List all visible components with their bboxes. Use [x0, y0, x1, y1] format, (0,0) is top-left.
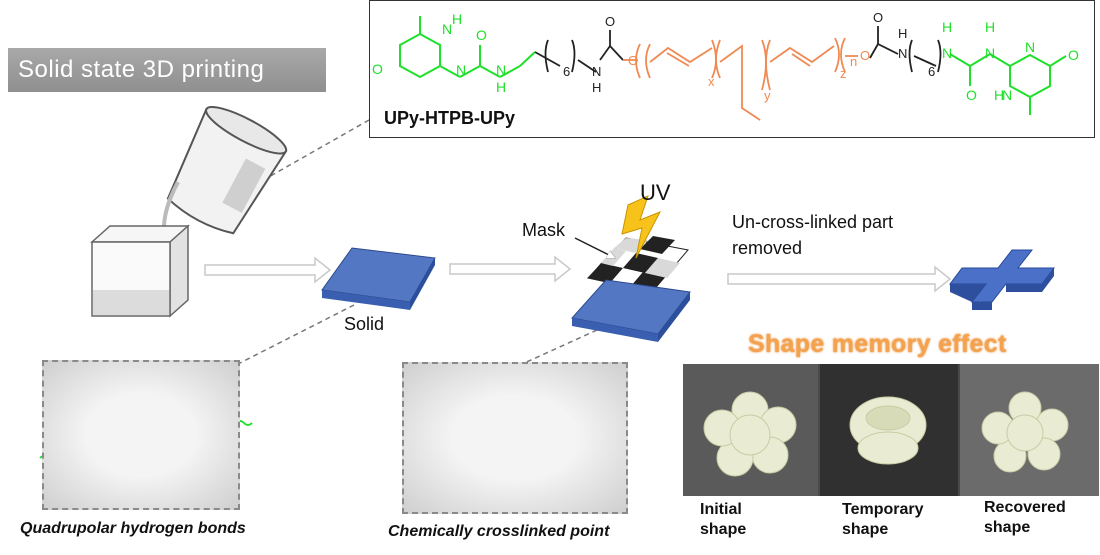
right-upy-atoms: N H O N H N N H O: [942, 19, 1079, 103]
beaker-icon: [161, 106, 288, 241]
uv-label: UV: [640, 180, 671, 205]
svg-text:O: O: [873, 10, 883, 25]
mask-label: Mask: [522, 220, 566, 240]
svg-text:N: N: [942, 45, 952, 61]
flower-temporary-icon: [849, 396, 927, 465]
caption-line: Recovered: [984, 499, 1066, 516]
caption-line: Temporary: [842, 501, 924, 518]
svg-text:N: N: [442, 21, 452, 37]
flower-initial-icon: [703, 391, 797, 477]
svg-text:N: N: [496, 62, 506, 78]
svg-text:y: y: [764, 88, 771, 103]
shape-memory-title: Shape memory effect: [748, 330, 1007, 358]
svg-text:O: O: [628, 53, 638, 68]
arrow-2: [449, 255, 572, 283]
svg-text:H: H: [994, 87, 1004, 103]
htpb-backbone: [623, 37, 858, 121]
svg-text:H: H: [496, 79, 506, 95]
photo-strip: [683, 364, 1099, 496]
arrow-3: [727, 265, 952, 293]
svg-text:H: H: [985, 19, 995, 35]
right-linker: [869, 26, 942, 73]
svg-text:H: H: [942, 19, 952, 35]
svg-text:N: N: [1025, 39, 1035, 55]
hydrogen-bond-panel: [42, 360, 240, 510]
removed-label-line2: removed: [732, 238, 803, 258]
htpb-subscripts: O x y z n O: [628, 48, 870, 103]
right-linker-atoms: O N H 6: [873, 10, 935, 79]
svg-text:6: 6: [563, 64, 570, 79]
svg-text:N: N: [985, 45, 995, 61]
svg-text:O: O: [1068, 47, 1079, 63]
arrow-1: [204, 256, 332, 284]
title-banner: Solid state 3D printing: [8, 48, 326, 92]
svg-text:H: H: [452, 11, 462, 27]
photo-caption-initial: Initial shape: [700, 500, 746, 540]
svg-text:N: N: [592, 64, 601, 79]
glass-container: [90, 224, 190, 318]
left-linker-atoms: 6 N H O: [563, 14, 615, 95]
svg-text:O: O: [605, 14, 615, 29]
svg-text:N: N: [898, 46, 907, 61]
photo-caption-temporary: Temporary shape: [842, 500, 924, 540]
caption-line: Initial: [700, 501, 742, 518]
right-upy-unit: [949, 53, 1067, 115]
solid-block: [321, 247, 436, 310]
caption-line: shape: [700, 521, 747, 538]
svg-text:z: z: [840, 66, 847, 81]
removed-label-line1: Un-cross-linked part: [732, 212, 894, 232]
hydrogen-bond-caption: Quadrupolar hydrogen bonds: [20, 520, 246, 537]
caption-line: shape: [842, 521, 889, 538]
svg-text:n: n: [850, 54, 857, 69]
svg-text:x: x: [708, 74, 715, 89]
crosslink-caption: Chemically crosslinked point: [388, 523, 610, 540]
solid-label: Solid: [344, 314, 385, 334]
svg-text:O: O: [966, 87, 977, 103]
svg-text:O: O: [860, 48, 870, 63]
svg-text:6: 6: [928, 64, 935, 79]
svg-text:H: H: [592, 80, 601, 95]
left-linker: [534, 30, 624, 73]
process-arrows: [204, 255, 952, 293]
svg-text:N: N: [456, 62, 466, 78]
svg-text:N: N: [1002, 87, 1012, 103]
svg-text:O: O: [476, 27, 487, 43]
mask-assembly: [571, 195, 691, 342]
flower-recovered-icon: [981, 391, 1069, 473]
svg-text:H: H: [898, 26, 907, 41]
structure-label: UPy-HTPB-UPy: [384, 108, 516, 128]
photo-caption-recovered: Recovered shape: [984, 498, 1066, 538]
left-upy-atoms: O N H N O N H: [372, 11, 506, 95]
structure-box: [369, 0, 1095, 138]
svg-text:O: O: [372, 61, 383, 77]
crosslink-panel: [402, 362, 628, 514]
left-upy-unit: [399, 16, 536, 79]
cross-shape: [949, 249, 1055, 310]
upy-htpb-upy-structure: O N H N O N H 6 N H O: [372, 10, 1079, 121]
caption-line: shape: [984, 519, 1031, 536]
